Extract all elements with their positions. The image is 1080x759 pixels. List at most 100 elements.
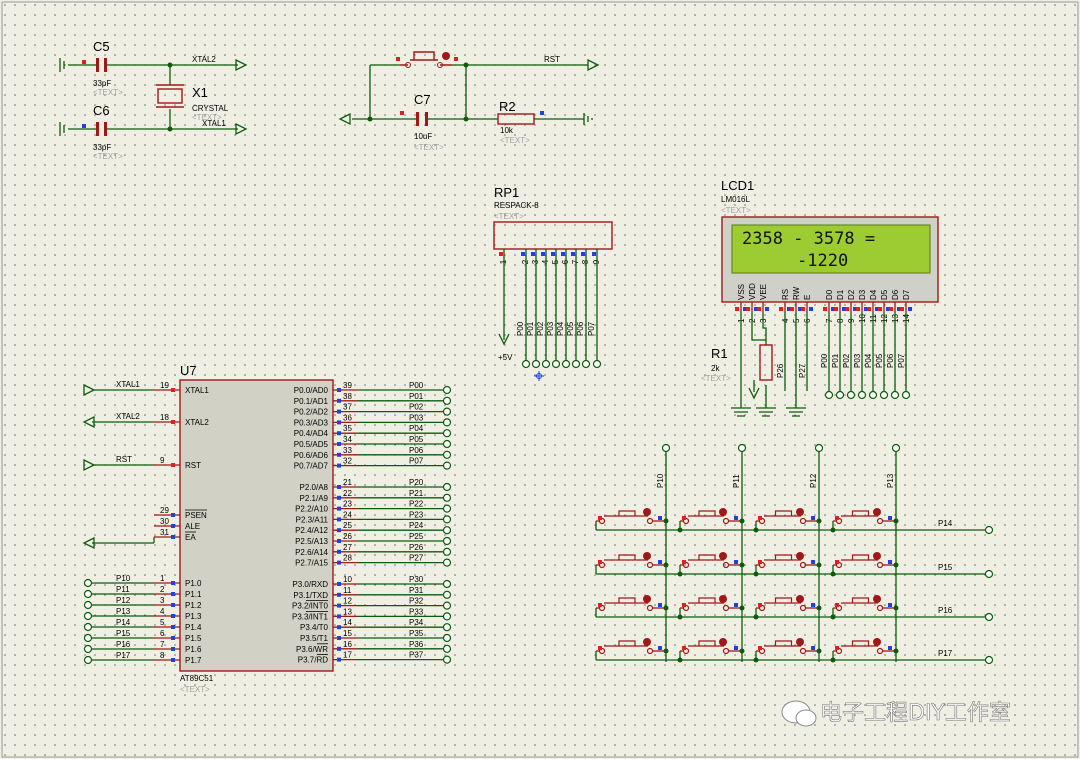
gnd-terminal (338, 112, 351, 126)
junction (739, 648, 745, 654)
pin-marker (171, 581, 175, 585)
pin-marker (682, 603, 686, 607)
mcu-pin-number: 2 (160, 585, 165, 594)
switch-button-dot (643, 552, 651, 560)
keypad-col-terminal (891, 443, 901, 453)
pin-marker (171, 647, 175, 651)
lcd-pin-name: D5 (880, 289, 889, 300)
pin-marker (337, 485, 341, 489)
mcu-pins: 19XTAL1XTAL118XTAL2XTAL29RSTRST29PSEN30A… (82, 380, 452, 665)
lcd-pin-name: D2 (847, 289, 856, 300)
rp1-net-label: P02 (536, 321, 545, 336)
junction (739, 518, 745, 524)
net-terminal-p11 (83, 589, 93, 599)
net-label-p16: P16 (116, 640, 131, 649)
net-terminal-p10 (83, 578, 93, 588)
lcd-part: LM016L (721, 195, 750, 204)
r1-ref: R1 (711, 346, 728, 361)
net-label-p33: P33 (409, 607, 424, 616)
pin-marker (878, 307, 882, 311)
net-label-p37: P37 (409, 651, 424, 660)
pin-marker (758, 603, 762, 607)
c5-ref: C5 (93, 39, 110, 54)
pin-marker (864, 307, 868, 311)
net-label-p03: P03 (409, 413, 424, 422)
net-terminal-p04 (442, 429, 452, 438)
mcu-pin-number: 17 (343, 651, 352, 660)
net-terminal-p20 (442, 482, 452, 492)
lcd-line-1: 2358 - 3578 = (742, 229, 875, 249)
mcu-pin-name: P0.1/AD1 (294, 397, 329, 406)
x1-ref: X1 (192, 85, 208, 100)
pin-marker (889, 307, 893, 311)
c6-value: 33pF (93, 143, 111, 152)
pin-marker (888, 516, 892, 520)
mcu-pin-name: P2.5/A13 (295, 537, 328, 546)
net-terminal-p35 (442, 633, 452, 643)
pin-marker (888, 646, 892, 650)
switch-button-dot (643, 638, 651, 646)
net-label-p15: P15 (116, 629, 131, 638)
pin-marker (658, 516, 662, 520)
mcu-pin-name: P3.3/INT1 (292, 612, 329, 621)
mcu-pin-number: 6 (160, 629, 165, 638)
net-label-p10: P10 (116, 574, 131, 583)
switch-button-dot (873, 638, 881, 646)
mcu-pin-number: 8 (160, 651, 165, 660)
mcu-pin-number: 19 (160, 381, 169, 390)
pin-marker (734, 560, 738, 564)
cursor-cross-icon (534, 371, 544, 381)
mcu-pin-number: 12 (343, 597, 352, 606)
r2-ref: R2 (499, 99, 516, 114)
rp1-net-label: P03 (546, 321, 555, 336)
net-terminal-p13 (83, 611, 93, 621)
xtal1-terminal (235, 122, 248, 136)
mcu-pin-number: 27 (343, 543, 352, 552)
pin-marker (171, 388, 175, 392)
net-label-p24: P24 (409, 521, 424, 530)
junction (816, 518, 822, 524)
net-label-p25: P25 (409, 532, 424, 541)
lcd-pin-name: D4 (869, 289, 878, 300)
pin-marker (171, 658, 175, 662)
net-label-p12: P12 (116, 596, 131, 605)
net-terminal-p14 (83, 622, 93, 632)
pin-marker (754, 307, 758, 311)
mcu-pin-number: 13 (343, 607, 352, 616)
switch-button-dot (873, 552, 881, 560)
keypad-col-terminal (661, 443, 671, 453)
mcu-ref: U7 (180, 363, 197, 378)
net-terminal (868, 390, 878, 400)
mcu-pin-number: 5 (160, 618, 165, 627)
lcd-net-label: P02 (842, 353, 851, 368)
mcu-body (179, 379, 334, 672)
mcu-pin-number: 30 (160, 517, 169, 526)
net-label-p34: P34 (409, 618, 424, 627)
mcu-pin-number: 35 (343, 424, 352, 433)
mcu-pin-name: P0.3/AD3 (294, 418, 329, 427)
junction (816, 605, 822, 611)
junction (893, 562, 899, 568)
pin-marker (171, 535, 175, 539)
mcu-pin-number: 23 (343, 500, 352, 509)
net-label-p35: P35 (409, 629, 424, 638)
mcu-pin-name: P1.5 (185, 634, 202, 643)
mcu-pin-name: P1.7 (185, 656, 202, 665)
mcu-pin-name: P1.0 (185, 579, 202, 588)
junction (893, 605, 899, 611)
net-label-p31: P31 (409, 586, 424, 595)
mcu-pin-name: XTAL1 (185, 386, 209, 395)
keypad-row-terminal (984, 655, 994, 665)
switch-button-dot (873, 595, 881, 603)
lcd-module: LCD1 LM016L <TEXT> 2358 - 3578 = -1220 V… (701, 178, 939, 417)
pin-marker (171, 603, 175, 607)
mcu-pin-number: 1 (160, 574, 165, 583)
pin-marker (561, 252, 565, 256)
c7-text: <TEXT> (414, 143, 444, 152)
net-terminal (857, 390, 867, 400)
lcd-net-label: P06 (886, 353, 895, 368)
net-terminal-p07 (442, 461, 452, 470)
mcu-pin-number: 38 (343, 392, 352, 401)
lcd-pin-name: VSS (737, 284, 746, 300)
